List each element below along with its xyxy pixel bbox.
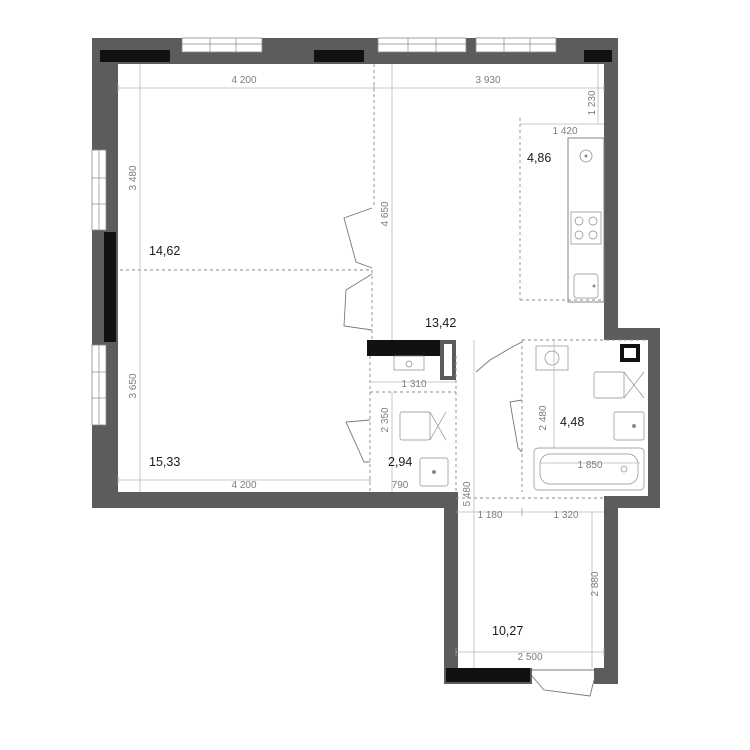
kitchen-sink-icon (573, 273, 599, 299)
washer-icon (535, 345, 569, 371)
dim-right-offset: 1 230 (587, 90, 598, 115)
dim-top-left-width: 4 200 (231, 75, 256, 86)
stove-icon (570, 211, 602, 245)
door-room2 (343, 273, 373, 331)
kitchen-fixtures (520, 137, 605, 303)
bath-sink-icon (613, 411, 645, 441)
bath-fixtures (533, 345, 645, 491)
interior-partitions (120, 64, 648, 499)
room2-area: 15,33 (149, 455, 180, 469)
wc-basin-icon (419, 457, 449, 487)
door-room1 (343, 207, 373, 269)
wall-hall-left (444, 492, 458, 684)
wall-black-top-mid (314, 50, 364, 62)
wall-right-upper (604, 38, 618, 340)
wall-annex-right (648, 328, 660, 508)
window-top-3 (475, 37, 557, 53)
wc-column-hole (444, 344, 452, 376)
exterior-walls (92, 38, 660, 684)
door-entrance (531, 675, 595, 697)
wall-right-annex (604, 328, 660, 340)
bath-toilet-icon (593, 371, 645, 399)
window-top-1 (181, 37, 263, 53)
wc-fixtures (393, 355, 449, 487)
wc-toilet-icon (399, 411, 447, 441)
bathroom-area: 4,48 (560, 415, 584, 429)
hall-area: 10,27 (492, 624, 523, 638)
dim-tub-length: 1 850 (577, 460, 602, 471)
wall-black-hall-bottom (446, 668, 530, 682)
wall-black-left (104, 232, 116, 342)
windows (91, 37, 557, 426)
kitchen-area: 4,86 (527, 151, 551, 165)
dim-kitchen-width: 1 420 (552, 126, 577, 137)
dim-hall-bottom-width: 2 500 (517, 652, 542, 663)
dim-bath-height: 2 480 (538, 405, 549, 430)
room-area-labels: 14,62 15,33 13,42 4,86 4,48 2,94 10,27 (149, 151, 584, 638)
window-left-2 (91, 344, 107, 426)
window-top-2 (377, 37, 467, 53)
wall-hall-right (604, 496, 618, 684)
wall-black-top-left (100, 50, 170, 62)
dim-bottom-left-width: 4 200 (231, 480, 256, 491)
bathtub-icon (533, 447, 645, 491)
wall-hall-bottom-right (594, 668, 618, 684)
dim-hall-width-b: 1 320 (553, 510, 578, 521)
dim-wc-height: 2 350 (380, 407, 391, 432)
dimension-lines (117, 64, 640, 668)
door-living (475, 341, 523, 373)
dim-living-height: 4 650 (380, 201, 391, 226)
window-left-1 (91, 149, 107, 231)
dim-wc-depth: 790 (392, 480, 409, 491)
wall-black-top-right (584, 50, 612, 62)
bath-shaft-hole (624, 348, 636, 358)
door-wc (345, 419, 371, 463)
dim-wc-width: 1 310 (401, 379, 426, 390)
wc-sink-icon (393, 355, 425, 371)
dim-hall-height: 2 880 (590, 571, 601, 596)
kitchen-counter (567, 137, 605, 303)
wc-top-wall-black (367, 340, 449, 356)
wall-bottom-left (92, 492, 458, 508)
dim-hall-width-a: 1 180 (477, 510, 502, 521)
room1-area: 14,62 (149, 244, 180, 258)
wc-area: 2,94 (388, 455, 412, 469)
fan-icon (579, 149, 593, 163)
dim-corridor-height: 5 480 (462, 481, 473, 506)
dim-top-right-width: 3 930 (475, 75, 500, 86)
dim-room1-height: 3 480 (128, 165, 139, 190)
dim-room2-height: 3 650 (128, 373, 139, 398)
living-area: 13,42 (425, 316, 456, 330)
doors (343, 207, 595, 697)
door-bath (509, 399, 523, 453)
dimension-labels: 4 200 3 930 1 230 1 420 3 480 4 650 3 65… (128, 75, 603, 663)
